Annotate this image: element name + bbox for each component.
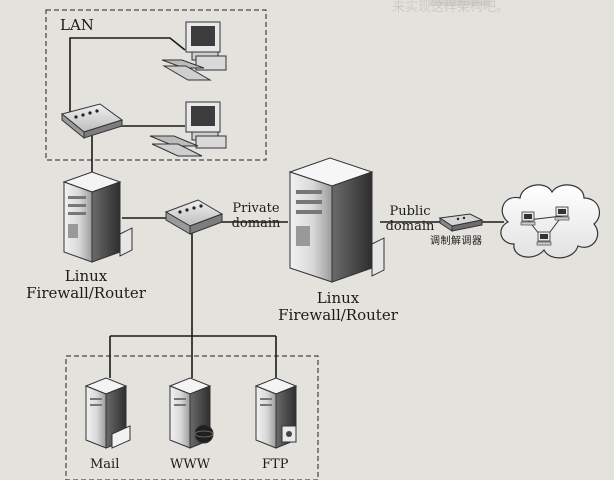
modem-icon [438,213,484,232]
private-line2: domain [231,215,281,231]
ftp-label: FTP [262,457,289,472]
cloud-pc-2-icon [554,206,570,221]
public-line2: domain [385,218,435,234]
public-line1: Public [389,204,431,219]
mail-server-icon [84,377,131,449]
router-left-label: Linux Firewall/Router [16,267,156,303]
router-right-line1: Linux [316,289,360,307]
cloud-pc-3-icon [536,231,552,246]
www-label: WWW [170,457,211,472]
lan-hub-icon [60,103,124,140]
lan-pc-middle-icon [149,101,227,157]
mail-label: Mail [90,457,120,472]
modem-label: 调制解调器 [430,236,483,247]
www-server-icon [168,377,214,449]
public-domain-label: Public domain [380,204,440,235]
ftp-server-icon [254,377,298,449]
router-left-line2: Firewall/Router [26,284,146,303]
lan-pc-top-icon [161,21,227,81]
connection-lines [69,37,504,378]
private-line1: Private [232,201,280,216]
router-left-line1: Linux [64,267,108,285]
lan-boundary [45,9,267,161]
router-right-label: Linux Firewall/Router [268,289,408,325]
private-domain-label: Private domain [226,201,286,232]
cloud-pc-1-icon [520,211,536,226]
internet-cloud-icon [500,184,601,259]
router-left-icon [62,171,133,263]
background-bleed [430,0,490,6]
router-right-icon [288,157,385,283]
lan-label: LAN [60,16,94,34]
dmz-boundary [65,355,319,480]
router-right-line2: Firewall/Router [278,306,398,325]
dmz-hub-icon [164,199,224,235]
